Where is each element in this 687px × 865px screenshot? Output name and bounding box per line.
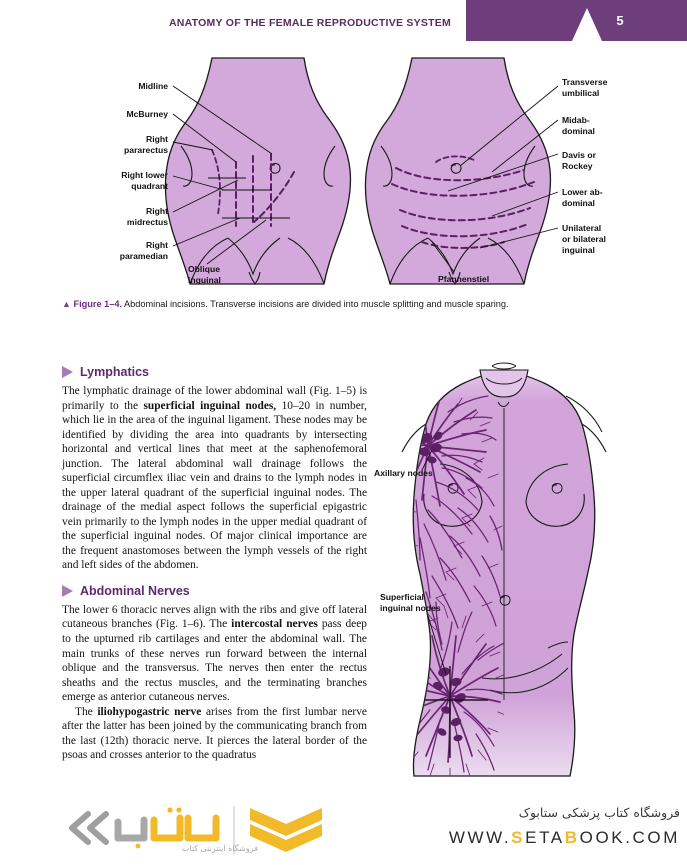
url-eta: ETA bbox=[525, 827, 565, 847]
text-run: 10–20 in number, which lie in the area o… bbox=[62, 399, 367, 572]
caption-figure-label: Figure 1–4. bbox=[73, 299, 122, 309]
label-right-midrectus-l2: midrectus bbox=[127, 217, 168, 227]
female-torso-illustration bbox=[401, 362, 607, 777]
page-header: ANATOMY OF THE FEMALE REPRODUCTIVE SYSTE… bbox=[0, 0, 687, 46]
triple-chevron-icon bbox=[250, 808, 322, 852]
label-right-paramedian-l2: paramedian bbox=[120, 251, 168, 261]
footer-persian-tagline: فروشگاه کتاب پزشکی ستابوک bbox=[518, 805, 680, 820]
setabook-logo[interactable]: فروشگاه اینترنتی کتاب bbox=[58, 802, 358, 860]
emphasis-term: intercostal nerves bbox=[231, 618, 318, 631]
triangle-bullet-icon bbox=[62, 366, 73, 378]
logo-subtitle: فروشگاه اینترنتی کتاب bbox=[181, 844, 258, 853]
label-unilateral-bilateral-l3: inguinal bbox=[562, 245, 595, 255]
text-run: The lower 6 thoracic nerves align with t… bbox=[62, 603, 367, 631]
paragraph-lymphatics: The lymphatic drainage of the lower abdo… bbox=[62, 384, 367, 573]
url-s: S bbox=[511, 827, 526, 847]
label-oblique-inguinal-l2: inguinal bbox=[188, 275, 221, 285]
url-prefix: WWW. bbox=[448, 827, 512, 847]
caption-triangle-icon: ▲ bbox=[62, 299, 71, 309]
label-right-lower-quadrant-l1: Right lower bbox=[121, 170, 168, 180]
label-lower-abdominal-l1: Lower ab- bbox=[562, 187, 603, 197]
figure-1-5-svg: Axillary nodes Superficial inguinal node… bbox=[374, 362, 607, 777]
label-unilateral-bilateral-l2: or bilateral bbox=[562, 234, 606, 244]
url-suffix: OOK.COM bbox=[579, 827, 680, 847]
page-number: 5 bbox=[616, 13, 624, 28]
figure-1-4-abdominal-incisions: Midline McBurney Right pararectus Right … bbox=[40, 50, 650, 295]
label-midabdominal-l1: Midab- bbox=[562, 115, 590, 125]
text-run: arises from the first lumbar nerve after… bbox=[62, 705, 367, 762]
page-title: ANATOMY OF THE FEMALE REPRODUCTIVE SYSTE… bbox=[168, 17, 452, 29]
label-transverse-umbilical-l2: umbilical bbox=[562, 88, 599, 98]
section-heading-lymphatics: Lymphatics bbox=[62, 365, 367, 379]
text-run: The lymphatic drainage of the lower abdo… bbox=[62, 385, 367, 412]
figure-1-4-right-labels: Transverse umbilical Midab- dominal Davi… bbox=[431, 77, 608, 284]
inguinal-quadrant-cross bbox=[414, 666, 488, 758]
logo-word-gray bbox=[114, 816, 148, 842]
label-midabdominal-l2: dominal bbox=[562, 126, 595, 136]
logo-dot-2 bbox=[176, 807, 182, 813]
body-text-column: Lymphatics The lymphatic drainage of the… bbox=[62, 365, 367, 763]
label-axillary-nodes: Axillary nodes bbox=[374, 468, 433, 478]
label-mcburney: McBurney bbox=[126, 109, 168, 119]
figure-1-4-caption: ▲ Figure 1–4. Abdominal incisions. Trans… bbox=[62, 299, 662, 311]
logo-word-yellow bbox=[150, 814, 220, 842]
label-davis-rockey-l1: Davis or bbox=[562, 150, 597, 160]
label-right-lower-quadrant-l2: quadrant bbox=[131, 181, 168, 191]
label-superficial-inguinal-l2: inguinal nodes bbox=[380, 603, 441, 613]
label-right-midrectus-l1: Right bbox=[146, 206, 168, 216]
left-guide-lines bbox=[208, 177, 290, 219]
label-pfannenstiel: Pfannenstiel bbox=[438, 274, 489, 284]
axillary-vessel-branches bbox=[415, 395, 503, 651]
caption-body: Abdominal incisions. Transverse incision… bbox=[124, 299, 509, 309]
label-oblique-inguinal-l1: Oblique bbox=[188, 264, 220, 274]
label-lower-abdominal-l2: dominal bbox=[562, 198, 595, 208]
logo-dot-3 bbox=[135, 843, 141, 849]
emphasis-term: superficial inguinal nodes, bbox=[143, 399, 277, 412]
triangle-bullet-icon bbox=[62, 584, 73, 597]
footer-text-block: فروشگاه کتاب پزشکی ستابوک WWW.SETABOOK.C… bbox=[380, 804, 680, 859]
label-right-pararectus-l1: Right bbox=[146, 134, 168, 144]
paragraph-nerves-1: The lower 6 thoracic nerves align with t… bbox=[62, 603, 367, 705]
figure-1-4-left-labels: Midline McBurney Right pararectus Right … bbox=[120, 81, 273, 285]
right-torso-illustration bbox=[364, 57, 552, 285]
section-heading-label: Abdominal Nerves bbox=[80, 583, 190, 598]
section-heading-abdominal-nerves: Abdominal Nerves bbox=[62, 584, 367, 598]
figure-1-5-labels: Axillary nodes Superficial inguinal node… bbox=[374, 449, 447, 675]
figure-1-5-lymphatic-drainage: Axillary nodes Superficial inguinal node… bbox=[370, 360, 687, 800]
text-run: pass deep to the upturned rib cartilages… bbox=[62, 618, 367, 704]
label-right-pararectus-l2: pararectus bbox=[124, 145, 168, 155]
label-transverse-umbilical-l1: Transverse bbox=[562, 77, 608, 87]
section-heading-label: Lymphatics bbox=[80, 365, 150, 379]
label-midline: Midline bbox=[138, 81, 168, 91]
url-b: B bbox=[564, 827, 580, 847]
inguinal-node-cluster bbox=[433, 667, 466, 742]
logo-dot-1 bbox=[167, 807, 173, 813]
footer-url[interactable]: WWW.SETABOOK.COM bbox=[380, 828, 680, 848]
emphasis-term: iliohypogastric nerve bbox=[97, 705, 202, 718]
label-davis-rockey-l2: Rockey bbox=[562, 161, 593, 171]
double-chevron-icon bbox=[69, 811, 109, 845]
label-unilateral-bilateral-l1: Unilateral bbox=[562, 223, 601, 233]
figure-1-4-svg: Midline McBurney Right pararectus Right … bbox=[120, 57, 608, 285]
paragraph-nerves-2: The iliohypogastric nerve arises from th… bbox=[62, 705, 367, 763]
text-run: The bbox=[75, 705, 98, 718]
label-superficial-inguinal-l1: Superficial bbox=[380, 592, 424, 602]
left-torso-illustration bbox=[164, 57, 352, 285]
header-notch-icon bbox=[572, 8, 602, 41]
setabook-logo-svg bbox=[69, 806, 322, 854]
label-right-paramedian-l1: Right bbox=[146, 240, 168, 250]
footer-watermark: فروشگاه اینترنتی کتاب فروشگاه کتاب پزشکی… bbox=[0, 800, 687, 861]
